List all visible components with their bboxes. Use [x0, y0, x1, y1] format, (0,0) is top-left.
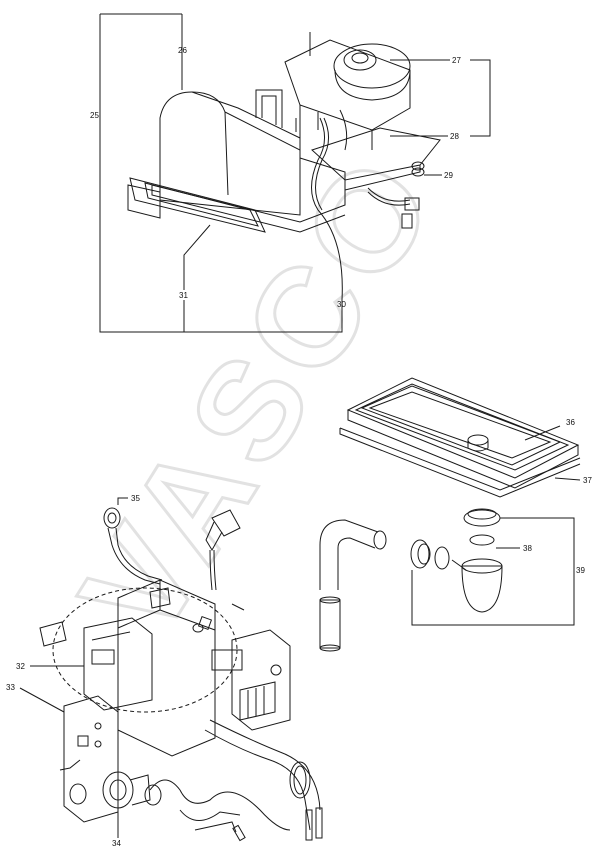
controller-32 [83, 617, 153, 711]
fan-housing [333, 43, 411, 89]
leader-33 [19, 687, 65, 713]
bracket-27-28 [470, 59, 491, 137]
drain-pipe [319, 519, 379, 590]
tank-body [159, 91, 301, 216]
callout-35: 35 [131, 494, 140, 503]
base-plate [151, 157, 346, 223]
trap-bowl [461, 565, 503, 613]
callout-33: 33 [6, 683, 15, 692]
decal [39, 621, 67, 647]
callout-37: 37 [583, 476, 592, 485]
o-ring-38 [469, 534, 495, 546]
callout-36: 36 [566, 418, 575, 427]
wire-bundle [311, 117, 325, 211]
callout-29: 29 [444, 171, 453, 180]
drain-boss [467, 434, 489, 446]
drip-tray-assembly [339, 377, 581, 498]
leader-31 [183, 224, 211, 290]
callout-28: 28 [450, 132, 459, 141]
drain-trap-assembly [319, 508, 575, 652]
connector-35 [103, 507, 121, 529]
callout-32: 32 [16, 662, 25, 671]
tray-frame [346, 377, 580, 479]
leader-36 [524, 425, 561, 441]
leader-30 [182, 209, 343, 333]
callout-39: 39 [576, 566, 585, 575]
probe-wires [204, 729, 311, 831]
pipe-sleeve [319, 599, 341, 649]
handle [255, 89, 283, 128]
callout-31: 31 [179, 291, 188, 300]
callout-38: 38 [523, 544, 532, 553]
callout-labels: 25 26 27 28 29 30 31 32 33 34 35 36 37 3… [6, 46, 592, 848]
electrical-assembly [19, 497, 323, 842]
boiler-assembly [99, 13, 491, 333]
callout-27: 27 [452, 56, 461, 65]
terminal-block [231, 629, 291, 731]
callout-25: 25 [90, 111, 99, 120]
callout-30: 30 [337, 300, 346, 309]
gasket-36 [360, 385, 562, 466]
bracket-25 [99, 14, 182, 333]
leader-37 [554, 477, 581, 481]
heater-element [129, 177, 266, 233]
capillary-tube [149, 779, 291, 831]
trap-nut [410, 539, 430, 569]
decal-2 [149, 587, 171, 609]
grommet-29 [411, 161, 425, 171]
switch [404, 197, 420, 211]
plate-28 [311, 127, 441, 181]
callout-34: 34 [112, 839, 121, 848]
callout-26: 26 [178, 46, 187, 55]
bracket-39 [411, 517, 575, 626]
front-panel-33 [63, 695, 119, 823]
power-plug [211, 509, 241, 537]
leader-35 [117, 497, 128, 505]
